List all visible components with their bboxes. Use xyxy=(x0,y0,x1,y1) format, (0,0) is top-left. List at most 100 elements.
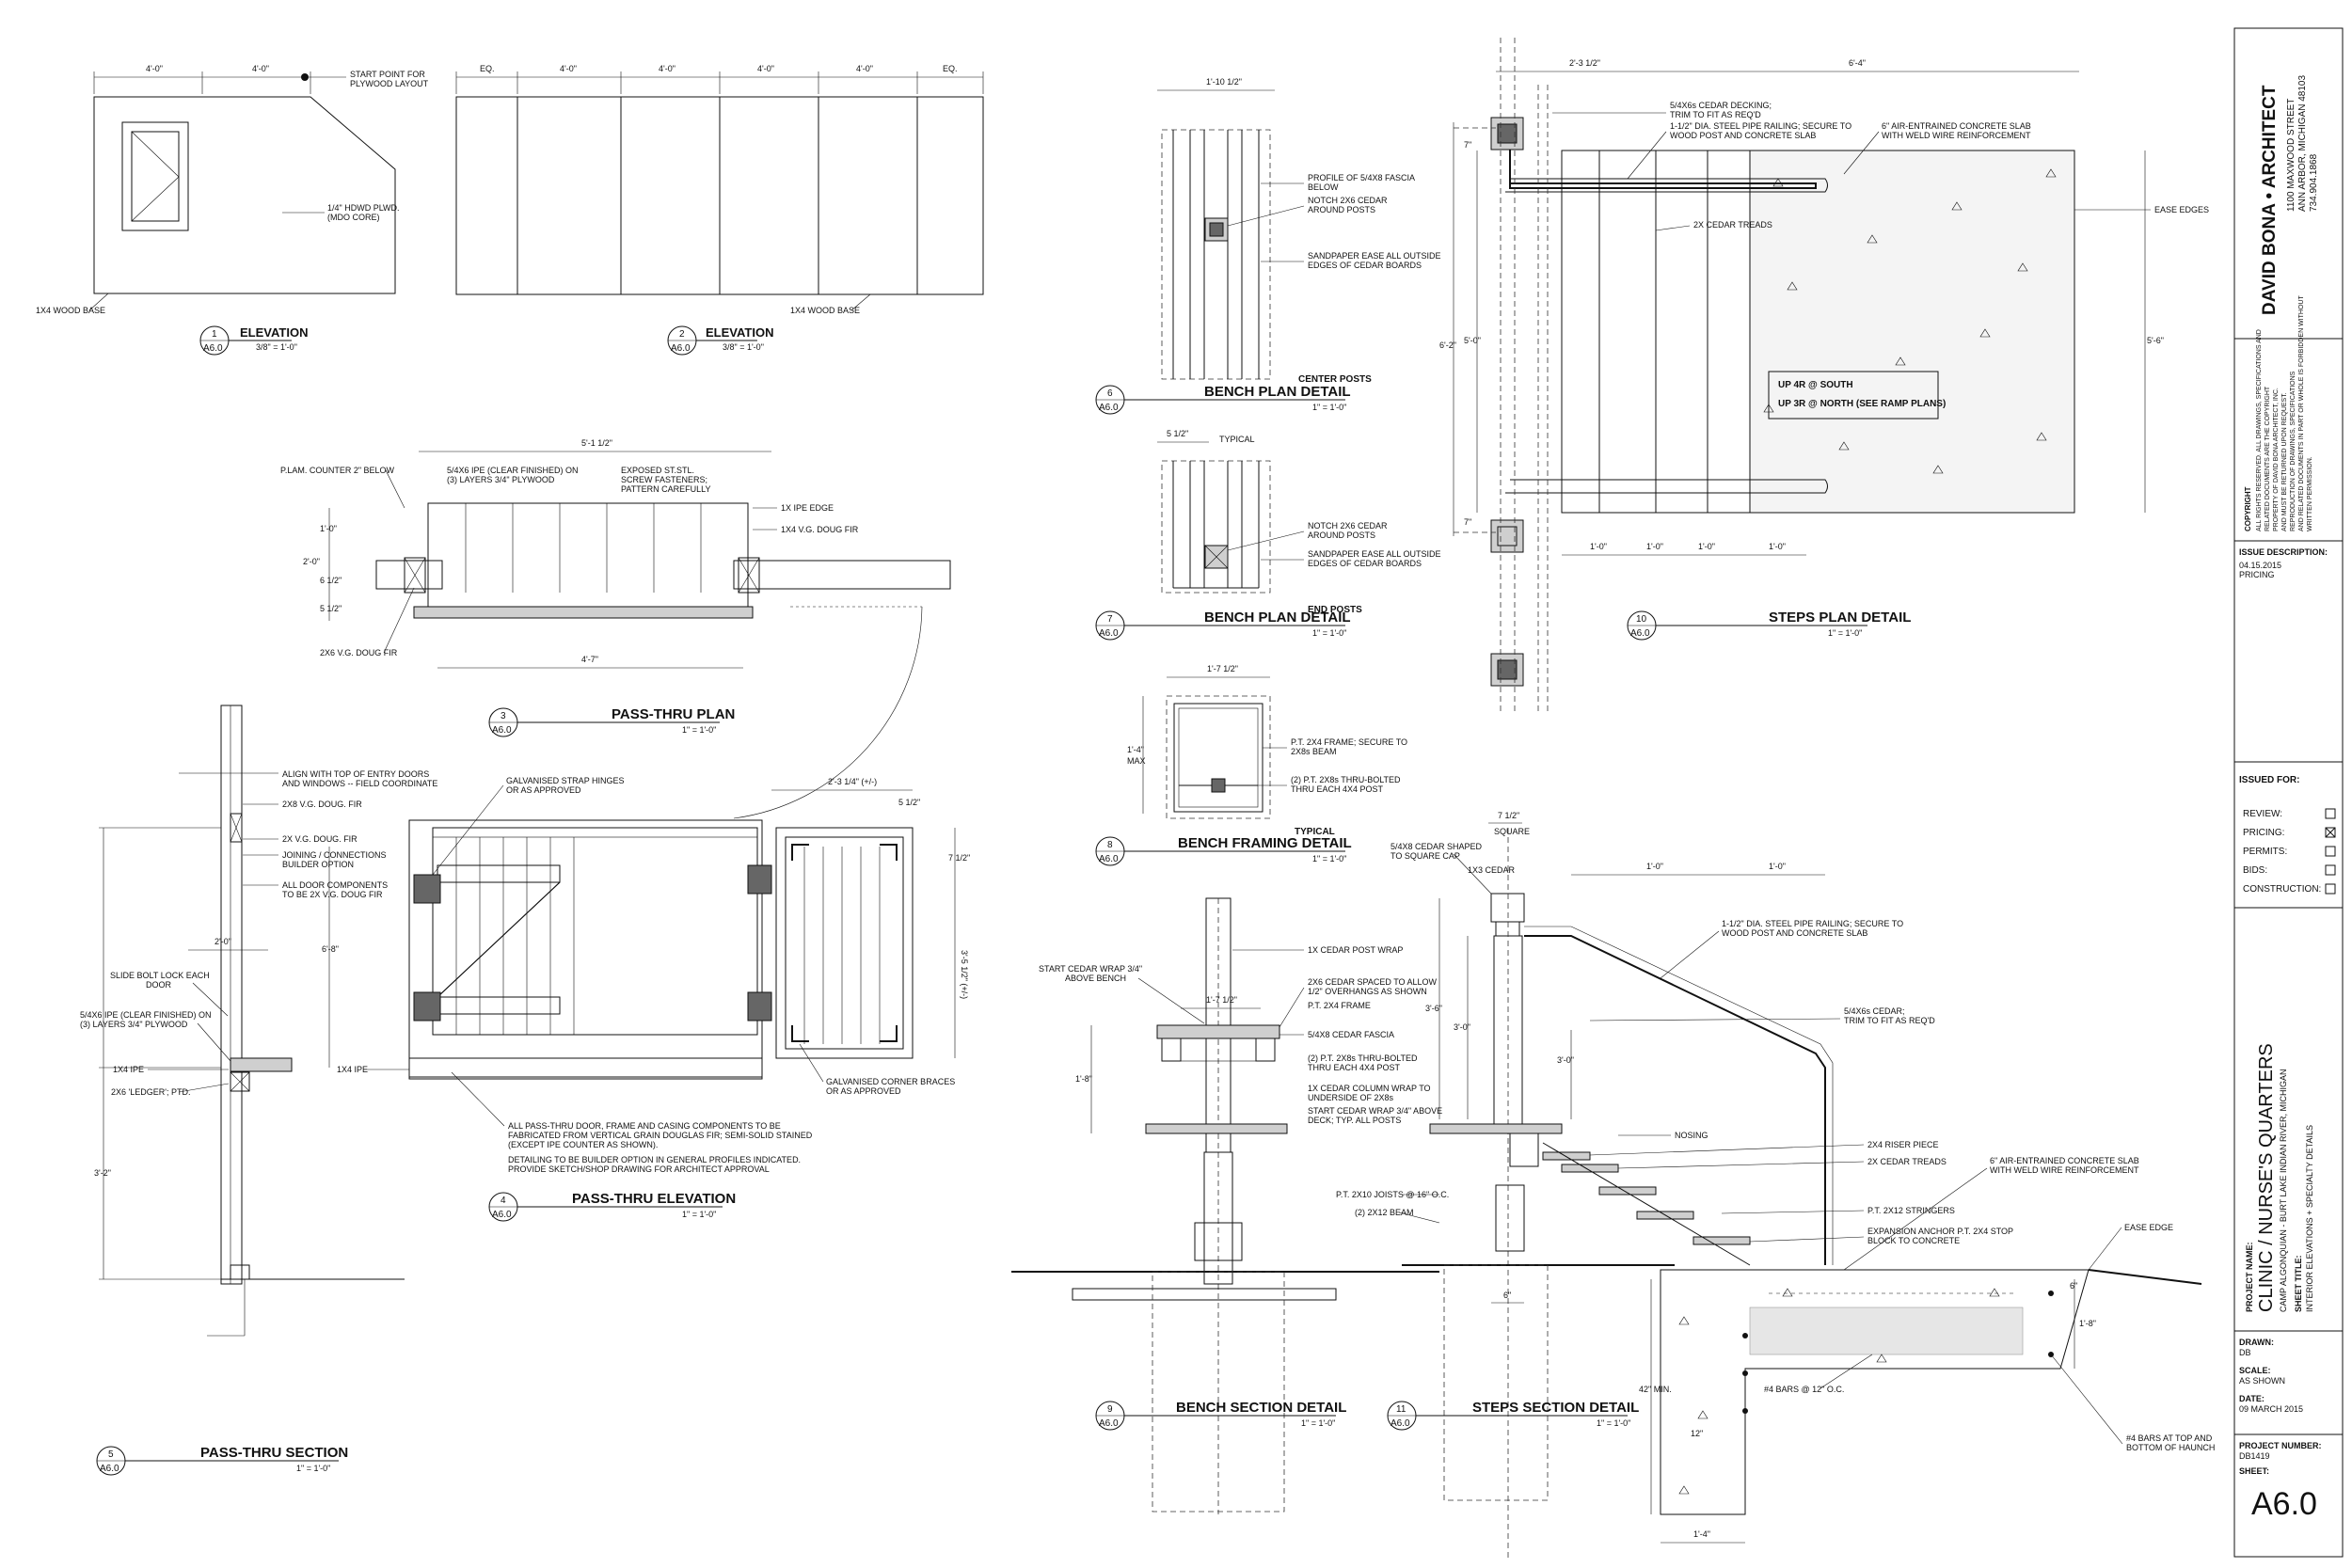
architect-address1: 1100 MAXWOOD STREET xyxy=(2286,99,2296,212)
d8-title: BENCH FRAMING DETAIL xyxy=(1178,835,1352,851)
note-b9-wrap2b: DECK; TYP. ALL POSTS xyxy=(1308,1116,1401,1125)
note-s10-pipe2: WOOD POST AND CONCRETE SLAB xyxy=(1670,131,1816,140)
d1-scale: 3/8" = 1'-0" xyxy=(256,342,297,352)
d1-num: 1 xyxy=(212,329,217,340)
title-block: DAVID BONA • ARCHITECT 1100 MAXWOOD STRE… xyxy=(2233,27,2344,1558)
note-s5-1x4: 1X4 IPE xyxy=(113,1065,144,1074)
issued-for-list: REVIEW: PRICING: PERMITS: BIDS: CONSTRUC… xyxy=(2243,808,2336,895)
dim-b7-5: 5 1/2" xyxy=(1167,429,1188,438)
note-s5-join2: BUILDER OPTION xyxy=(282,860,354,869)
copyright-line1: ALL RIGHTS RESERVED. ALL DRAWINGS, SPECI… xyxy=(2256,329,2263,531)
dim-s11-36: 3'-6" xyxy=(1425,1004,1442,1013)
note-s5-align2: AND WINDOWS -- FIELD COORDINATE xyxy=(282,779,437,788)
dim-s10-10a: 1'-0" xyxy=(1590,542,1607,551)
note-e4-corner2: OR AS APPROVED xyxy=(826,1086,901,1096)
review-checkbox[interactable] xyxy=(2325,808,2336,819)
note-s5-ipe2: (3) LAYERS 3/4" PLYWOOD xyxy=(80,1020,188,1029)
dim-e4-h: 3'-5 1/2" (+/-) xyxy=(960,950,969,999)
note-e4-hinge2: OR AS APPROVED xyxy=(506,785,581,795)
note-b6-sand: SANDPAPER EASE ALL OUTSIDE xyxy=(1308,251,1441,261)
detail-9-bench-section: 1'-7 1/2" 1'-8" START CEDAR WRAP 3/4" AB… xyxy=(1011,897,1449,1514)
dim-b8-w: 1'-7 1/2" xyxy=(1207,664,1238,673)
dim-e4-7: 7 1/2" xyxy=(948,853,970,863)
note-s11-pipe2: WOOD POST AND CONCRETE SLAB xyxy=(1722,928,1867,938)
drawn-value: DB xyxy=(2239,1348,2251,1357)
d9-scale: 1" = 1'-0" xyxy=(1301,1418,1335,1428)
note-p3-vg: 1X4 V.G. DOUG FIR xyxy=(781,525,859,534)
detail-1-elevation: 4'-0" 4'-0" START POINT FOR PLYWOOD LAYO… xyxy=(36,64,429,356)
dim-s10-10d: 1'-0" xyxy=(1769,542,1786,551)
copyright-line2: RELATED DOCUMENTS ARE THE COPYRIGHT xyxy=(2265,386,2271,531)
dim-e4-w: 2'-3 1/4" (+/-) xyxy=(828,777,877,786)
copyright-line3: PROPERTY OF DAVID BONA ARCHITECT, INC. xyxy=(2273,388,2280,531)
note-e4-note2: FABRICATED FROM VERTICAL GRAIN DOUGLAS F… xyxy=(508,1131,813,1140)
dim-b9-w: 1'-7 1/2" xyxy=(1206,995,1237,1005)
d11-title: STEPS SECTION DETAIL xyxy=(1472,1400,1639,1416)
construction-checkbox[interactable] xyxy=(2325,883,2336,895)
dim-b8-h: 1'-4" xyxy=(1127,745,1144,754)
note-s11-trim2: TRIM TO FIT AS REQ'D xyxy=(1844,1016,1935,1025)
dim-s11-30: 3'-0" xyxy=(1454,1022,1470,1032)
d7-title: BENCH PLAN DETAIL xyxy=(1204,610,1351,626)
bids-checkbox[interactable] xyxy=(2325,864,2336,876)
dim-p3-5: 5 1/2" xyxy=(320,604,342,613)
note-b7-notch2: AROUND POSTS xyxy=(1308,531,1375,540)
note-s5-ipe: 5/4X6 IPE (CLEAR FINISHED) ON xyxy=(80,1010,212,1020)
copyright-line6: AND RELATED DOCUMENTS IN PART OR WHOLE I… xyxy=(2298,295,2305,531)
d11-sheet: A6.0 xyxy=(1391,1418,1410,1429)
d2-num: 2 xyxy=(679,329,685,340)
dim-s10-w2: 6'-4" xyxy=(1849,58,1866,68)
note-b9-2x6b: 1/2" OVERHANGS AS SHOWN xyxy=(1308,987,1427,996)
note-b9-bolt2: THRU EACH 4X4 POST xyxy=(1308,1063,1401,1072)
note-b9-2x6: 2X6 CEDAR SPACED TO ALLOW xyxy=(1308,977,1438,987)
detail-10-steps-plan: 2'-3 1/2" 6'-4" UP 4R @ SOUTH UP 3R @ NO… xyxy=(1439,38,2209,715)
dim-s11-12: 12" xyxy=(1691,1429,1703,1438)
dim-e2-a: 4'-0" xyxy=(560,64,577,73)
dim-s11-10b: 1'-0" xyxy=(1769,862,1786,871)
d8-sheet: A6.0 xyxy=(1099,854,1119,864)
dim-s10-7b: 7" xyxy=(1464,517,1471,527)
dim-s11-30b: 3'-0" xyxy=(1557,1055,1574,1065)
permits-checkbox[interactable] xyxy=(2325,846,2336,857)
note-s11-bars: #4 BARS @ 12" O.C. xyxy=(1764,1385,1844,1394)
sheet-label: SHEET: xyxy=(2239,1466,2269,1476)
dim-e4-5: 5 1/2" xyxy=(898,798,920,807)
note-s10-ease: EASE EDGES xyxy=(2154,205,2209,214)
note-s11-bars2: #4 BARS AT TOP AND xyxy=(2126,1433,2213,1443)
note-s10-deck: 5/4X6s CEDAR DECKING; xyxy=(1670,101,1772,110)
dim-s10-10b: 1'-0" xyxy=(1646,542,1663,551)
pricing-checkbox[interactable] xyxy=(2325,827,2336,838)
d5-scale: 1" = 1'-0" xyxy=(296,1464,330,1473)
dim-b9-h: 1'-8" xyxy=(1075,1074,1092,1084)
d4-num: 4 xyxy=(501,1196,506,1206)
note-p3-2x6: 2X6 V.G. DOUG FIR xyxy=(320,648,398,657)
detail-7-bench-plan-end: 5 1/2" TYPICAL NOTCH 2X6 CEDAR AROUND PO… xyxy=(1095,429,1441,641)
scale-label: SCALE: xyxy=(2239,1366,2271,1375)
d2-sheet: A6.0 xyxy=(671,343,691,354)
note-s11-nosing: NOSING xyxy=(1675,1131,1708,1140)
d7-num: 7 xyxy=(1107,614,1113,625)
note-p3-ipe2: (3) LAYERS 3/4" PLYWOOD xyxy=(447,475,555,484)
pricing-check-mark xyxy=(2325,827,2336,838)
dim-s5-20: 2'-0" xyxy=(215,937,231,946)
dim-s11-10a: 1'-0" xyxy=(1646,862,1663,871)
note-s11-square: SQUARE xyxy=(1494,827,1530,836)
note-s5-join: JOINING / CONNECTIONS xyxy=(282,850,387,860)
note-e4-note4: DETAILING TO BE BUILDER OPTION IN GENERA… xyxy=(508,1155,801,1164)
dim-s5-68: 6'-8" xyxy=(322,944,339,954)
dim-s11-7: 7 1/2" xyxy=(1498,811,1519,820)
dim-s10-h3: 5'-6" xyxy=(2147,336,2164,345)
project-location: CAMP ALGONQUIAN - BURT LAKE INDIAN RIVER… xyxy=(2279,1069,2288,1312)
note-s5-slide2: DOOR xyxy=(146,980,172,990)
architect-name: DAVID BONA • ARCHITECT xyxy=(2260,85,2280,315)
d4-sheet: A6.0 xyxy=(492,1210,512,1220)
copyright-heading: COPYRIGHT xyxy=(2244,486,2252,531)
note-s11-trim: 5/4X6s CEDAR; xyxy=(1844,1006,1905,1016)
d5-sheet: A6.0 xyxy=(100,1464,119,1474)
d8-pretitle: TYPICAL xyxy=(1295,827,1335,837)
d7-pretitle: END POSTS xyxy=(1308,605,1362,615)
scale-value: AS SHOWN xyxy=(2239,1376,2285,1386)
issue-desc: PRICING xyxy=(2239,570,2275,579)
d9-num: 9 xyxy=(1107,1404,1113,1415)
note-b9-col2: UNDERSIDE OF 2X8s xyxy=(1308,1093,1394,1102)
